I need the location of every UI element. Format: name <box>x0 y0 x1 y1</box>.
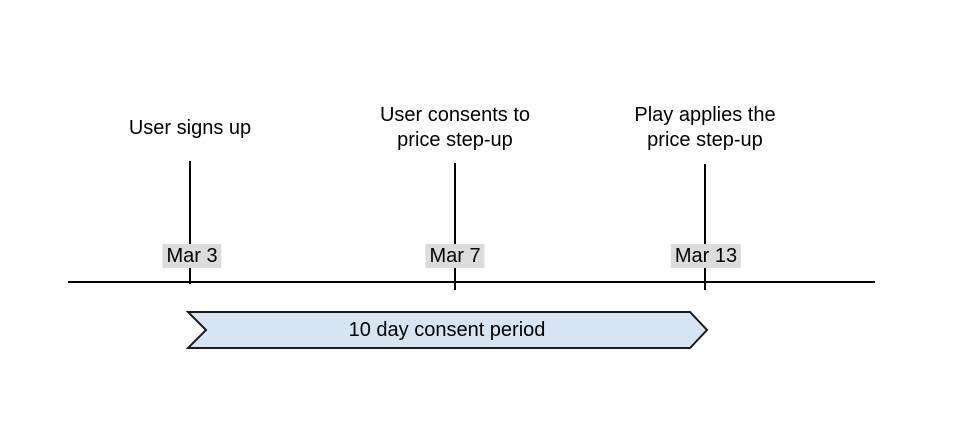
event-tick-mar13 <box>704 164 706 290</box>
timeline-axis <box>68 281 875 283</box>
date-label-mar13: Mar 13 <box>670 244 742 268</box>
event-label-play-applies: Play applies the price step-up <box>634 104 776 151</box>
event-tick-mar3 <box>189 161 191 284</box>
date-label-mar7: Mar 7 <box>425 244 485 268</box>
banner-chevron-shape <box>186 311 709 349</box>
consent-period-label: 10 day consent period <box>348 319 546 341</box>
event-label-user-signs-up: User signs up <box>128 116 252 139</box>
event-tick-mar7 <box>454 163 456 290</box>
event-label-user-consents: User consents to price step-up <box>379 104 531 151</box>
consent-period-banner <box>186 311 709 349</box>
date-label-mar3: Mar 3 <box>162 244 222 268</box>
